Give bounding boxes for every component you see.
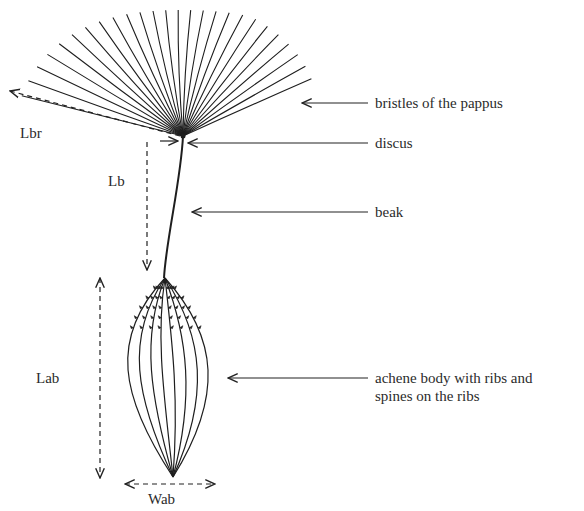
- spine: [186, 316, 189, 319]
- bristle: [59, 44, 183, 136]
- part-label: bristles of the pappus: [375, 94, 503, 112]
- spine: [149, 326, 152, 329]
- spine: [143, 316, 146, 319]
- bristle: [140, 12, 183, 136]
- spine: [134, 316, 137, 319]
- rib: [151, 278, 173, 477]
- dimension-label: Wab: [148, 490, 175, 508]
- spine: [160, 296, 163, 299]
- rib: [139, 278, 173, 477]
- rib: [165, 278, 208, 477]
- rib: [128, 278, 173, 477]
- spine: [158, 316, 161, 319]
- rib: [165, 278, 175, 477]
- spine: [151, 296, 154, 299]
- dimension-label: Lb: [108, 172, 125, 190]
- spine: [140, 326, 143, 329]
- rib: [161, 278, 173, 477]
- dimension-lines: [10, 91, 215, 484]
- rib: [165, 278, 186, 477]
- bristle: [113, 17, 183, 136]
- bristle: [72, 35, 183, 136]
- rib: [165, 278, 197, 477]
- spine: [189, 326, 192, 329]
- achene-body: [128, 278, 208, 477]
- bristle: [178, 10, 183, 136]
- spine: [178, 316, 181, 319]
- spine: [172, 296, 175, 299]
- beak: [164, 136, 183, 278]
- spine: [198, 326, 201, 329]
- bristle: [153, 11, 183, 136]
- bristle: [183, 26, 267, 136]
- bristle: [183, 19, 256, 136]
- bristle: [183, 55, 298, 136]
- spine: [180, 326, 183, 329]
- spine: [174, 286, 177, 289]
- spine: [175, 306, 178, 309]
- spine: [146, 296, 149, 299]
- dimension-label: Lab: [36, 369, 59, 387]
- bristle: [99, 22, 183, 136]
- spine: [158, 326, 161, 329]
- part-label: achene body with ribs and spines on the …: [375, 369, 533, 405]
- spine: [182, 306, 185, 309]
- spine: [193, 316, 196, 319]
- discus: [181, 134, 186, 139]
- bristle: [183, 35, 278, 136]
- spine: [169, 316, 172, 319]
- spine: [161, 286, 164, 289]
- spine: [146, 306, 149, 309]
- bristle: [166, 10, 183, 136]
- spine: [181, 296, 184, 299]
- spine: [188, 306, 191, 309]
- bristle: [183, 79, 311, 136]
- spine: [130, 326, 133, 329]
- dimension-tick: [160, 140, 178, 141]
- part-label: beak: [375, 203, 403, 221]
- spine: [170, 326, 173, 329]
- leader-lines: [188, 103, 368, 378]
- spine: [153, 306, 156, 309]
- pappus-bristles: [22, 10, 312, 136]
- spine: [139, 306, 142, 309]
- bristle: [183, 13, 229, 136]
- spine: [155, 296, 158, 299]
- part-label: discus: [375, 134, 413, 152]
- spine: [151, 316, 154, 319]
- bristle: [127, 14, 183, 136]
- spine: [167, 296, 170, 299]
- spine: [159, 306, 162, 309]
- bristle: [183, 66, 305, 136]
- bristle: [183, 44, 289, 136]
- dimension-label: Lbr: [20, 124, 42, 142]
- bristle: [183, 15, 243, 136]
- spine: [168, 306, 171, 309]
